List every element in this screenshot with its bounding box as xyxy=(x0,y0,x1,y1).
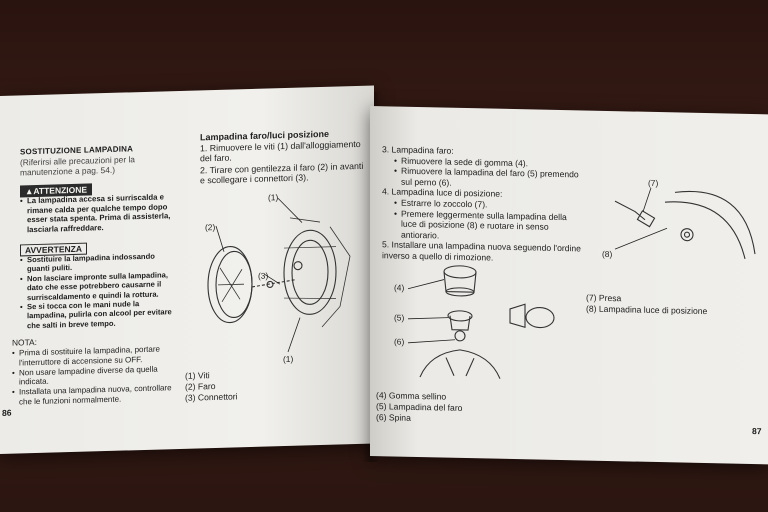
figure-legend-left: (1) Viti (2) Faro (3) Connettori xyxy=(185,369,238,403)
note-item: Installata una lampadina nuova, controll… xyxy=(12,383,176,407)
callout-4: (4) xyxy=(394,282,405,293)
callout-1: (1) xyxy=(268,192,279,203)
caution-item: Non lasciare impronte sulla lampadina, d… xyxy=(20,270,176,303)
bulb-base xyxy=(447,310,473,322)
callout-3: (3) xyxy=(258,270,269,281)
steps-right: 3. Lampadina faro: Rimuovere la sede di … xyxy=(382,144,582,265)
figure-legend-right-top: (7) Presa (8) Lampadina luce di posizion… xyxy=(586,293,707,318)
headlight-bulb-illustration xyxy=(407,265,555,379)
step-4b: Premere leggermente sulla lampadina dell… xyxy=(394,208,582,244)
step-2: 2. Tirare con gentilezza il faro (2) in … xyxy=(200,160,364,186)
callout-7: (7) xyxy=(648,177,659,189)
page-number-left: 86 xyxy=(2,407,12,418)
figure-legend-right-bottom: (4) Gomma sellino (5) Lampadina del faro… xyxy=(376,390,462,425)
note-list: Prima di sostituire la lampadina, portar… xyxy=(12,344,176,407)
note-title: NOTA: xyxy=(12,336,37,348)
legend-item: (8) Lampadina luce di posizione xyxy=(586,303,708,317)
step-3b: Rimuovere la lampadina del faro (5) prem… xyxy=(394,166,582,191)
position-bulb xyxy=(680,228,694,242)
warning-item: La lampadina accesa si surriscalda e rim… xyxy=(20,192,180,235)
position-lamp-illustration xyxy=(614,187,756,259)
legend-item: (3) Connettori xyxy=(185,391,238,403)
callout-1b: (1) xyxy=(283,353,294,365)
caution-item: Se si tocca con le mani nude la lampadin… xyxy=(20,298,176,331)
socket xyxy=(636,210,656,228)
right-page: 3. Lampadina faro: Rimuovere la sede di … xyxy=(370,106,768,465)
left-page: SOSTITUZIONE LAMPADINA (Riferirsi alle p… xyxy=(0,85,374,455)
headlight-illustration xyxy=(207,197,351,353)
legend-item: (6) Spina xyxy=(376,412,411,423)
caution-list: Sostituire la lampadina indossando guant… xyxy=(20,251,176,331)
callout-2: (2) xyxy=(205,221,216,233)
callout-6: (6) xyxy=(394,336,405,347)
page-number-right: 87 xyxy=(752,426,762,437)
warning-list: La lampadina accesa si surriscalda e rim… xyxy=(20,192,180,235)
callout-5: (5) xyxy=(394,312,405,323)
section-subheading: (Riferirsi alle precauzioni per la manut… xyxy=(20,154,135,178)
callout-8: (8) xyxy=(602,248,613,260)
headlight-housing xyxy=(283,229,337,315)
